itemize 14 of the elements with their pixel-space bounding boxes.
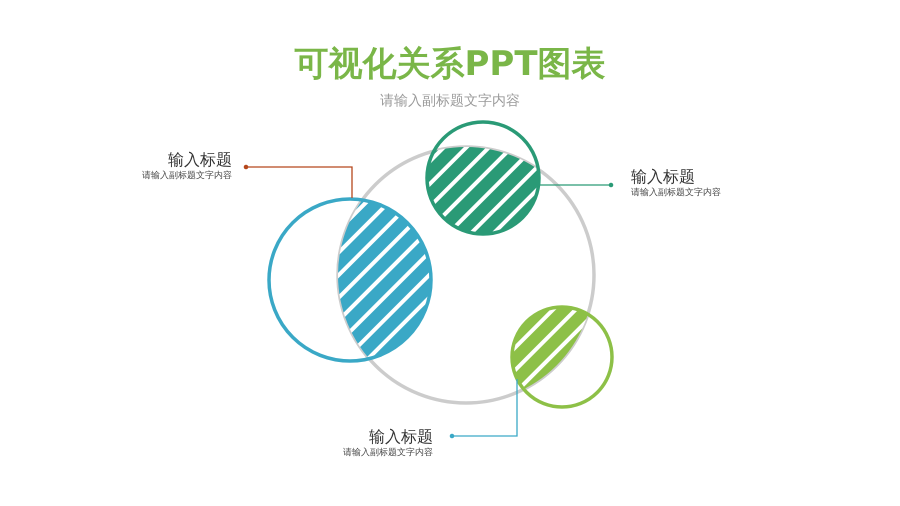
hatched-circle [425,120,541,236]
callout-text: 请输入副标题文字内容 [631,187,721,199]
circle-outline [336,145,596,405]
callout-heading: 输入标题 [369,427,433,447]
callout-heading: 输入标题 [168,150,232,170]
title: 可视化关系PPT图表 [293,43,607,86]
leader-line [538,182,614,188]
callout-text: 请输入副标题文字内容 [142,170,232,182]
hatched-circle [510,305,614,409]
subtitle: 请输入副标题文字内容 [379,92,521,110]
callout-heading: 输入标题 [631,167,695,187]
leader-line [244,164,353,198]
callout-text: 请输入副标题文字内容 [343,447,433,459]
hatched-circle [267,197,433,363]
